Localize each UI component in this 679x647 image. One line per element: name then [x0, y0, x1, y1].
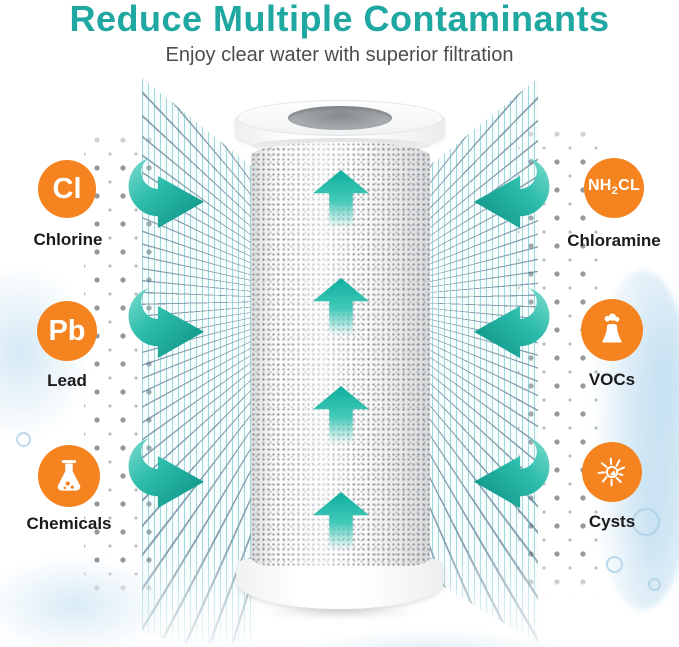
flow-arrow-right-1	[473, 158, 550, 229]
filtration-mesh-left	[142, 78, 254, 644]
page-title: Reduce Multiple Contaminants	[69, 0, 610, 39]
flow-arrow-left-3	[128, 438, 205, 509]
chlorine-symbol: Cl	[52, 172, 82, 205]
filter-shadow	[256, 604, 424, 620]
filter-base	[236, 559, 444, 609]
filtration-mesh-right	[426, 78, 538, 644]
water-droplet	[632, 508, 660, 536]
badge-lead: Pb	[37, 301, 97, 361]
label-vocs: VOCs	[588, 370, 636, 389]
water-droplet	[16, 432, 31, 447]
badge-cysts	[582, 442, 642, 502]
water-splash-bottom	[300, 630, 560, 647]
page-subtitle: Enjoy clear water with superior filtrati…	[165, 44, 514, 66]
flow-arrow-left-1	[128, 158, 205, 229]
badge-chlorine: Cl	[38, 160, 96, 218]
cooling-tower-icon	[602, 313, 622, 343]
label-cysts: Cysts	[588, 512, 636, 531]
water-droplet	[606, 556, 623, 573]
flask-icon	[57, 460, 81, 491]
label-lead: Lead	[47, 371, 87, 390]
filter-cap-hole	[288, 106, 392, 130]
flow-arrow-right-2	[473, 288, 550, 359]
flow-arrow-right-3	[473, 438, 550, 509]
lead-symbol: Pb	[48, 314, 86, 347]
chloramine-symbol: NH2CL	[587, 177, 641, 198]
badge-chemicals	[38, 445, 100, 507]
badge-vocs	[581, 299, 643, 361]
flow-arrow-left-2	[128, 288, 205, 359]
badge-chloramine: NH2CL	[584, 158, 644, 218]
label-chlorine: Chlorine	[33, 230, 103, 249]
water-droplet	[648, 578, 661, 591]
label-chemicals: Chemicals	[26, 514, 112, 533]
cyst-microbe-icon	[597, 457, 626, 487]
label-chloramine: Chloramine	[567, 231, 661, 250]
